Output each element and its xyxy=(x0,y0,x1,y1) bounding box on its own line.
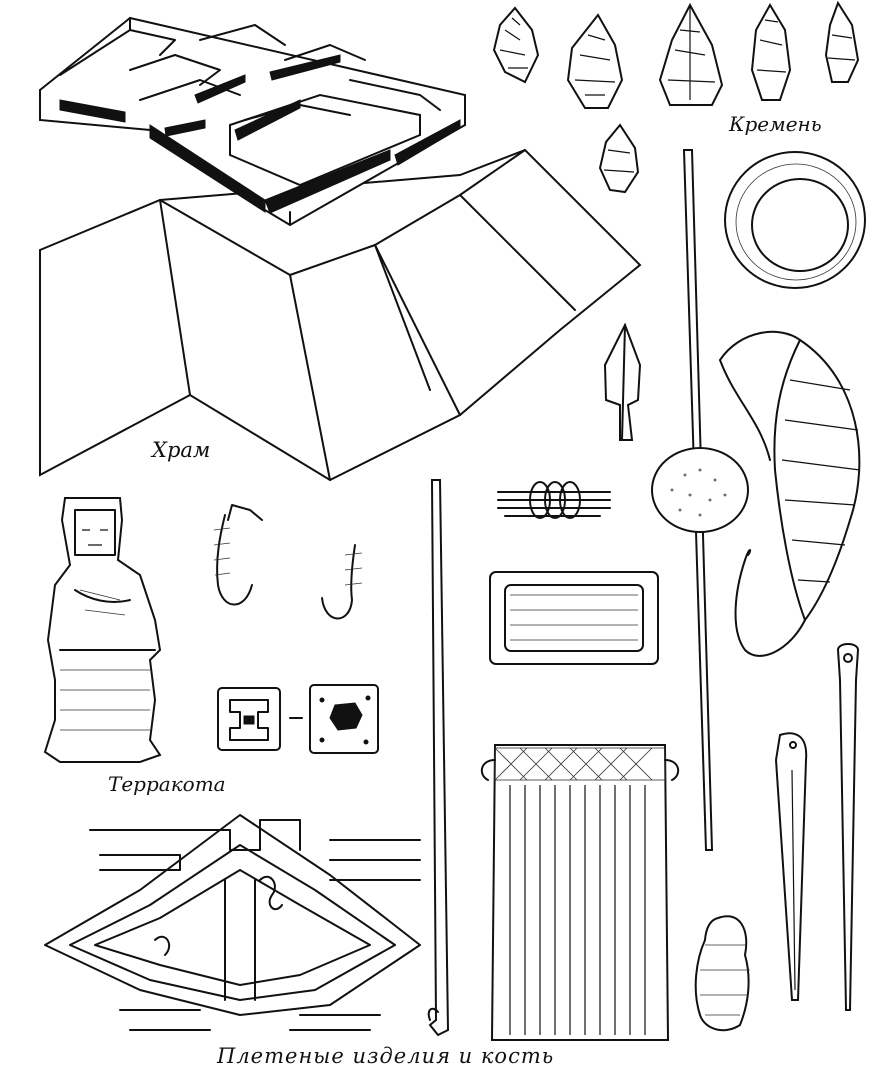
carved-stone xyxy=(694,915,750,1032)
flint-point-5 xyxy=(824,0,860,83)
flint-points xyxy=(492,0,860,194)
caption-woven-and-bone: Плетеные изделия и кость xyxy=(215,1044,557,1068)
wooden-tray xyxy=(489,571,659,665)
stamp-seal-1 xyxy=(217,687,281,751)
terracotta-figurine xyxy=(43,497,162,763)
crochet-hook xyxy=(427,479,450,1037)
fish-hook-1 xyxy=(213,504,263,606)
temple-walls xyxy=(39,16,466,227)
temple-mound xyxy=(39,148,642,482)
flint-point-4 xyxy=(750,3,792,101)
arrowhead xyxy=(603,322,642,441)
caption-flint: Кремень xyxy=(727,112,824,136)
flint-point-3 xyxy=(658,2,724,106)
tied-sticks xyxy=(497,481,611,519)
flint-point-2 xyxy=(566,13,624,109)
rope-sling xyxy=(719,330,861,657)
bone-blade xyxy=(774,732,808,1001)
spindle-with-whorl xyxy=(651,149,749,851)
stamp-seal-2 xyxy=(309,684,379,754)
flint-point-6 xyxy=(598,123,640,194)
woven-textile-pattern xyxy=(44,814,421,1031)
stone-ring xyxy=(724,151,866,289)
woven-bag xyxy=(480,744,680,1041)
flint-point-1 xyxy=(492,6,540,84)
temple-illustration xyxy=(39,16,642,482)
caption-terracotta: Терракота xyxy=(106,772,228,796)
fish-hook-2 xyxy=(321,544,363,620)
caption-temple: Храм xyxy=(150,438,213,462)
bone-pin xyxy=(836,643,860,1011)
